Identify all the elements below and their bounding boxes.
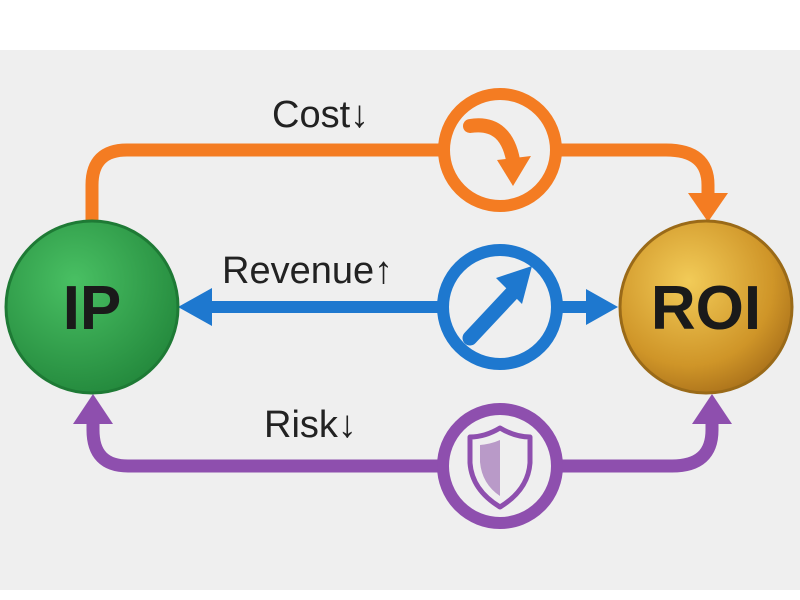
revenue-left-arrowhead (178, 288, 212, 326)
roi-label: ROI (651, 274, 761, 343)
ip-node: IP (4, 219, 180, 395)
curved-down-arrow-icon (463, 118, 531, 186)
shield-icon (467, 425, 533, 510)
risk-edge: Risk↓ (73, 394, 732, 529)
ip-circle (4, 219, 180, 395)
risk-ip-arrowhead (73, 394, 113, 424)
cost-icon-circle (438, 88, 562, 212)
cost-arrowhead (688, 193, 728, 222)
ip-label: IP (63, 274, 122, 343)
roi-circle (618, 219, 794, 395)
revenue-edge: Revenue↑ (178, 244, 618, 370)
revenue-right-arrowhead (586, 289, 618, 325)
revenue-label: Revenue↑ (222, 250, 393, 292)
risk-roi-arrowhead (692, 394, 732, 424)
up-right-arrow-icon (462, 266, 532, 346)
risk-label: Risk↓ (264, 404, 357, 446)
roi-node: ROI (618, 219, 794, 395)
risk-line (86, 413, 719, 473)
cost-label: Cost↓ (272, 94, 369, 136)
cost-line (85, 143, 715, 229)
cost-edge: Cost↓ (85, 88, 728, 229)
